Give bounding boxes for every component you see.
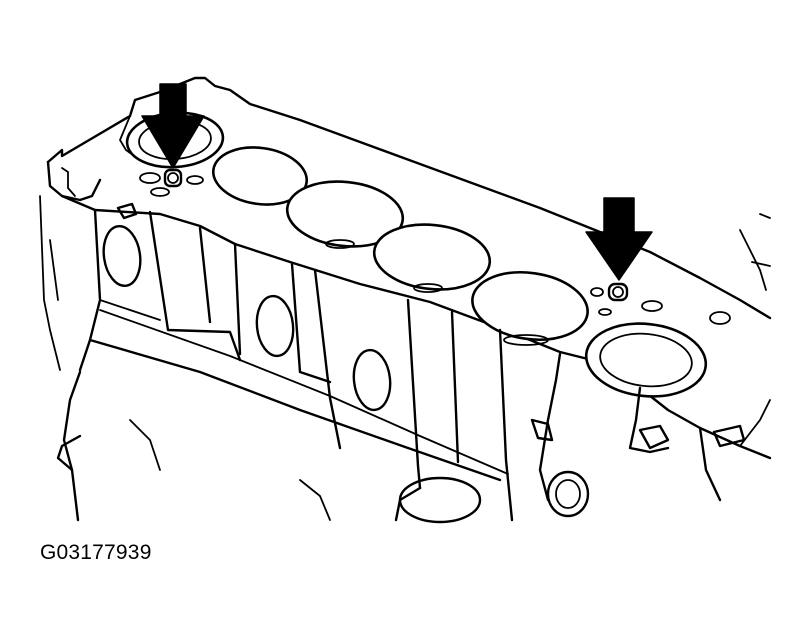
cylinder-bore-4 (372, 223, 492, 291)
deck-passages (139, 172, 731, 346)
cylinder-bore-6-inner (599, 332, 693, 388)
side-openings (102, 224, 590, 524)
block-side-walls (39, 195, 771, 522)
dowel-hole-left (163, 168, 183, 188)
cylinder-bore-2 (211, 146, 309, 206)
dowel-holes (163, 168, 629, 302)
cylinder-bore-6 (584, 322, 708, 398)
block-bosses (116, 202, 771, 522)
figure-code: G03177939 (40, 541, 152, 564)
cylinder-bore-5 (471, 271, 589, 341)
down-arrow-icon (585, 197, 653, 281)
cylinder-bore-3 (285, 180, 405, 248)
down-arrow-icon (141, 83, 205, 169)
dowel-hole-right (607, 282, 629, 302)
